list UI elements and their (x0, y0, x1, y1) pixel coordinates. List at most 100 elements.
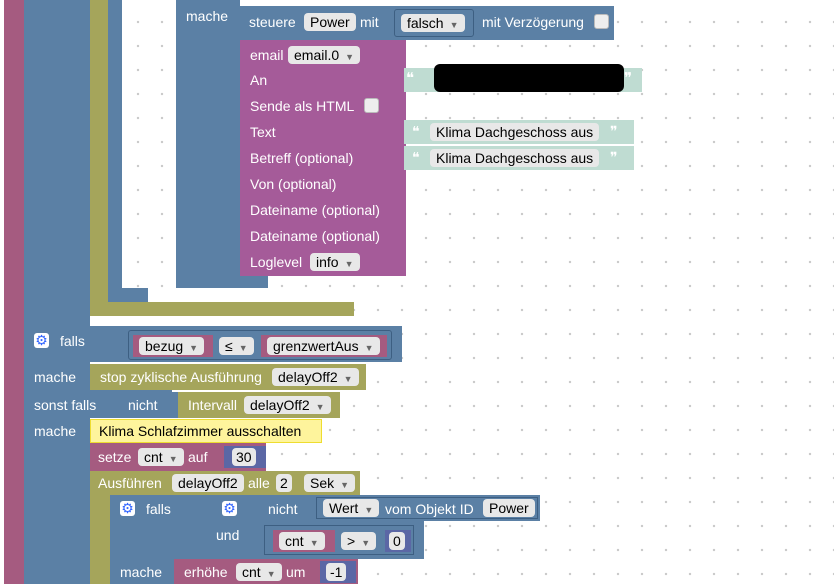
intervall-label: Intervall (188, 397, 238, 413)
setze-number[interactable]: 30 (232, 448, 256, 466)
cnt-var-value: cnt (285, 533, 304, 549)
compare-block[interactable]: bezug ▼ ≤▼ grenzwertAus▼ (128, 330, 392, 360)
alle-number[interactable]: 2 (276, 474, 292, 492)
gear-icon[interactable]: ⚙ (222, 500, 237, 516)
betreff-value-field[interactable]: Klima Dachgeschoss aus (430, 149, 600, 167)
outer-blue-block[interactable] (24, 0, 90, 326)
blue-if-block[interactable] (176, 0, 240, 288)
setze-block[interactable]: setze cnt▼ auf 30 (90, 443, 266, 471)
an-text-block[interactable]: ❝ ❞ (404, 64, 642, 92)
mache-label-2: mache (34, 423, 77, 439)
chevron-down-icon: ▼ (189, 343, 199, 353)
stop-block[interactable]: stop zyklische Ausführung delayOff2▼ (90, 364, 366, 390)
falls-block-1[interactable]: ⚙ falls bezug▼ ≤▼ grenzwertAus▼ (24, 326, 402, 362)
text-value-field[interactable]: Klima Dachgeschoss aus (430, 123, 600, 141)
cnt-op-dropdown[interactable]: >▼ (341, 532, 377, 550)
mit-label: mit (360, 14, 379, 30)
blue-inner-bottom[interactable] (108, 288, 148, 302)
object-id-field[interactable]: Power (483, 499, 535, 517)
olive-loop-bottom[interactable] (90, 302, 354, 316)
chevron-down-icon: ▼ (266, 569, 276, 579)
var-left-value: bezug (145, 338, 184, 354)
mache-label-bottom: mache (186, 288, 229, 304)
nicht2-label: nicht (268, 501, 298, 517)
falls2-spine[interactable] (110, 559, 174, 584)
intervall-var-dropdown[interactable]: delayOff2▼ (244, 396, 331, 414)
olive-loop-block[interactable] (90, 0, 108, 316)
value-dropdown[interactable]: falsch▼ (401, 14, 465, 32)
unit-value: Sek (310, 475, 335, 491)
um-label: um (286, 564, 306, 580)
var-left-dropdown[interactable]: bezug ▼ (139, 337, 205, 355)
text-label: Text (250, 124, 276, 140)
chevron-down-icon: ▼ (238, 343, 248, 353)
gear-icon[interactable]: ⚙ (34, 332, 49, 348)
blue-if-bottom[interactable] (176, 276, 268, 288)
var-right-block[interactable]: grenzwertAus▼ (261, 335, 387, 357)
falls2-label: falls (146, 501, 171, 517)
und-row[interactable]: und cnt▼ >▼ 0 (110, 521, 424, 559)
comment-block[interactable]: Klima Schlafzimmer ausschalten (90, 419, 322, 443)
cnt-op-value: > (347, 533, 356, 549)
ausfuehren-block[interactable]: Ausführen delayOff2 alle 2 Sek▼ (90, 471, 360, 495)
intervall-block[interactable]: Intervall delayOff2▼ (178, 392, 340, 418)
vom-objekt-label: vom Objekt ID (385, 501, 474, 517)
ausfuehren-spine[interactable] (90, 495, 110, 584)
stop-var-value: delayOff2 (278, 369, 338, 385)
erhoehe-number-block[interactable]: -1 (320, 561, 356, 583)
an-label: An (250, 72, 268, 88)
setze-number-block[interactable]: 30 (224, 446, 266, 468)
chevron-down-icon: ▼ (345, 52, 355, 62)
loglevel-value: info (316, 254, 339, 270)
cnt-var-block[interactable]: cnt▼ (273, 530, 335, 552)
loglevel-dropdown[interactable]: info ▼ (310, 253, 360, 271)
var-left-block[interactable]: bezug ▼ (133, 335, 213, 357)
nicht-label: nicht (128, 397, 158, 413)
object-id-value: Power (489, 500, 529, 516)
cnt-compare-block[interactable]: cnt▼ >▼ 0 (264, 525, 414, 555)
gear-icon[interactable]: ⚙ (120, 500, 135, 516)
zero-number-block[interactable]: 0 (385, 530, 411, 552)
open-quote-icon: ❝ (412, 149, 420, 165)
stop-var-dropdown[interactable]: delayOff2▼ (272, 368, 359, 386)
chevron-down-icon: ▼ (340, 480, 350, 490)
outer-magenta-block[interactable] (4, 0, 24, 584)
cnt-var-dropdown[interactable]: cnt▼ (279, 532, 325, 550)
erhoehe-var-dropdown[interactable]: cnt ▼ (236, 563, 282, 581)
close-quote-icon: ❞ (610, 149, 618, 165)
wert-block[interactable]: Wert▼ vom Objekt ID Power (316, 497, 538, 519)
device-field[interactable]: Power (304, 13, 356, 31)
und-label: und (216, 527, 240, 543)
html-label: Sende als HTML (250, 98, 355, 114)
zero-number[interactable]: 0 (389, 532, 405, 550)
wert-dropdown[interactable]: Wert▼ (323, 499, 380, 517)
setze-var-dropdown[interactable]: cnt▼ (138, 448, 184, 466)
chevron-down-icon: ▼ (344, 259, 354, 269)
chevron-down-icon: ▼ (449, 20, 459, 30)
var-right-dropdown[interactable]: grenzwertAus▼ (267, 337, 380, 355)
text-value-block[interactable]: ❝ Klima Dachgeschoss aus ❞ (404, 120, 634, 144)
erhoehe-block[interactable]: erhöhe cnt▼ um -1 (174, 559, 358, 584)
steuere-block[interactable]: steuere Power mit falsch▼ mit Verzögerun… (240, 6, 614, 40)
chevron-down-icon: ▼ (364, 505, 374, 515)
betreff-value-block[interactable]: ❝ Klima Dachgeschoss aus ❞ (404, 146, 634, 170)
sonst-falls-label: sonst falls (34, 397, 97, 413)
erhoehe-number[interactable]: -1 (326, 563, 347, 581)
mache-label-3: mache (120, 564, 163, 580)
blue-inner-column[interactable] (108, 0, 122, 302)
nicht-block[interactable]: nicht Intervall delayOff2▼ (118, 392, 340, 418)
delay-label: mit Verzögerung (482, 14, 584, 30)
html-checkbox[interactable] (364, 98, 379, 113)
open-quote-icon: ❝ (412, 123, 420, 139)
email-instance-dropdown[interactable]: email.0▼ (288, 46, 361, 64)
mache-label-top: mache (186, 8, 229, 24)
chevron-down-icon: ▼ (315, 402, 325, 412)
delay-checkbox[interactable] (594, 14, 609, 29)
email-block[interactable]: email email.0▼ An Sende als HTML Text Be… (240, 40, 406, 276)
compare-op-dropdown[interactable]: ≤▼ (219, 337, 254, 355)
ausfuehren-var-field[interactable]: delayOff2 (172, 474, 244, 492)
stop-label: stop zyklische Ausführung (100, 369, 262, 385)
falls-block-2[interactable]: ⚙ falls ⚙ nicht Wert▼ vom Objekt ID Powe… (110, 495, 540, 521)
erhoehe-var-value: cnt (242, 564, 261, 580)
unit-dropdown[interactable]: Sek ▼ (304, 474, 356, 492)
